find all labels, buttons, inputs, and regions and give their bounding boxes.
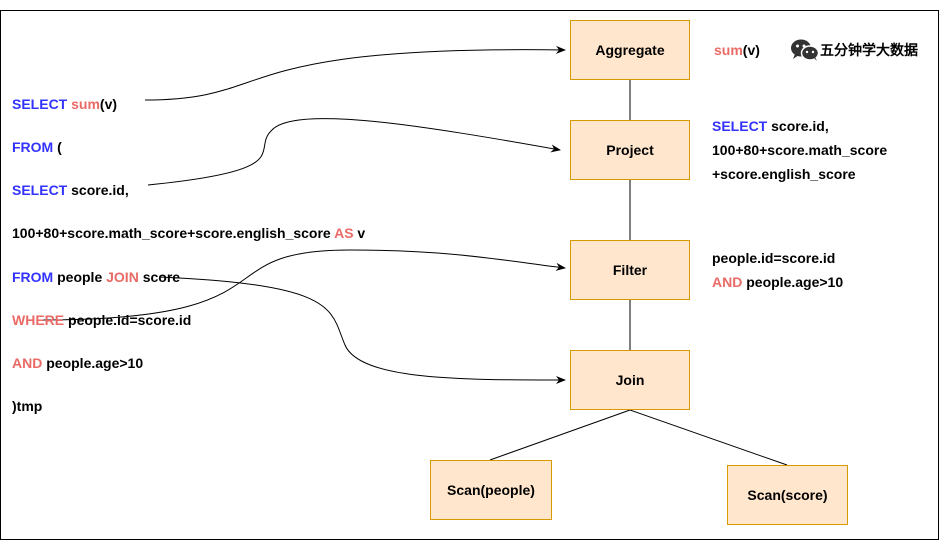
sql-line-7: AND people.age>10 bbox=[12, 355, 143, 371]
sql-keyword: JOIN bbox=[106, 269, 139, 285]
node-scan-score[interactable]: Scan(score) bbox=[727, 465, 848, 525]
node-filter[interactable]: Filter bbox=[570, 240, 690, 300]
note-filter: people.id=score.id AND people.age>10 bbox=[712, 246, 843, 294]
sql-line-4: 100+80+score.math_score+score.english_sc… bbox=[12, 225, 365, 241]
brand-label: 五分钟学大数据 bbox=[820, 42, 918, 58]
sql-line-8: )tmp bbox=[12, 398, 42, 414]
note-keyword: SELECT bbox=[712, 118, 768, 134]
sql-keyword: SELECT bbox=[12, 96, 68, 112]
sql-text: ( bbox=[53, 139, 62, 155]
sql-line-3: SELECT score.id, bbox=[12, 182, 129, 198]
sql-text: people.age>10 bbox=[42, 355, 144, 371]
sql-line-6: WHERE people.id=score.id bbox=[12, 312, 191, 328]
sql-keyword: FROM bbox=[12, 269, 54, 285]
sql-keyword: AND bbox=[12, 355, 43, 371]
diagram-frame bbox=[0, 10, 939, 540]
arrow-sum-to-aggregate bbox=[144, 45, 566, 101]
arrow-join-to-join bbox=[159, 276, 566, 384]
note-text: (v) bbox=[742, 42, 760, 58]
sql-text: )tmp bbox=[12, 398, 43, 414]
note-text: 100+80+score.math_score bbox=[712, 142, 888, 158]
note-function: sum bbox=[714, 42, 743, 58]
sql-line-1: SELECT sum(v) bbox=[12, 96, 117, 112]
node-scan-people[interactable]: Scan(people) bbox=[430, 460, 552, 520]
sql-keyword: FROM bbox=[12, 139, 54, 155]
sql-line-5: FROM people JOIN score bbox=[12, 269, 180, 285]
sql-keyword: AS bbox=[334, 225, 354, 241]
note-text: score.id, bbox=[767, 118, 829, 134]
note-keyword: AND bbox=[712, 274, 743, 290]
arrow-select-to-project bbox=[147, 118, 561, 186]
note-text: +score.english_score bbox=[712, 166, 856, 182]
edge-join-scan-people bbox=[489, 409, 631, 461]
sql-text: v bbox=[353, 225, 366, 241]
sql-text: score.id, bbox=[67, 182, 129, 198]
sql-text: score bbox=[138, 269, 181, 285]
sql-function: sum bbox=[71, 96, 100, 112]
note-aggregate: sum(v) bbox=[714, 38, 760, 62]
sql-text: people bbox=[53, 269, 107, 285]
node-join[interactable]: Join bbox=[570, 350, 690, 410]
sql-keyword: SELECT bbox=[12, 182, 68, 198]
node-project[interactable]: Project bbox=[570, 120, 690, 180]
arrow-where-to-filter bbox=[39, 249, 566, 321]
sql-line-2: FROM ( bbox=[12, 139, 62, 155]
sql-text: people.id=score.id bbox=[64, 312, 192, 328]
sql-text: (v) bbox=[99, 96, 118, 112]
note-text: people.id=score.id bbox=[712, 250, 836, 266]
brand-watermark: 五分钟学大数据 bbox=[790, 38, 918, 62]
node-aggregate[interactable]: Aggregate bbox=[570, 20, 690, 80]
sql-text: 100+80+score.math_score+score.english_sc… bbox=[12, 225, 335, 241]
note-project: SELECT score.id, 100+80+score.math_score… bbox=[712, 114, 887, 186]
sql-keyword: WHERE bbox=[12, 312, 65, 328]
note-text: people.age>10 bbox=[742, 274, 844, 290]
edge-join-scan-score bbox=[629, 409, 788, 466]
wechat-icon bbox=[791, 39, 820, 61]
